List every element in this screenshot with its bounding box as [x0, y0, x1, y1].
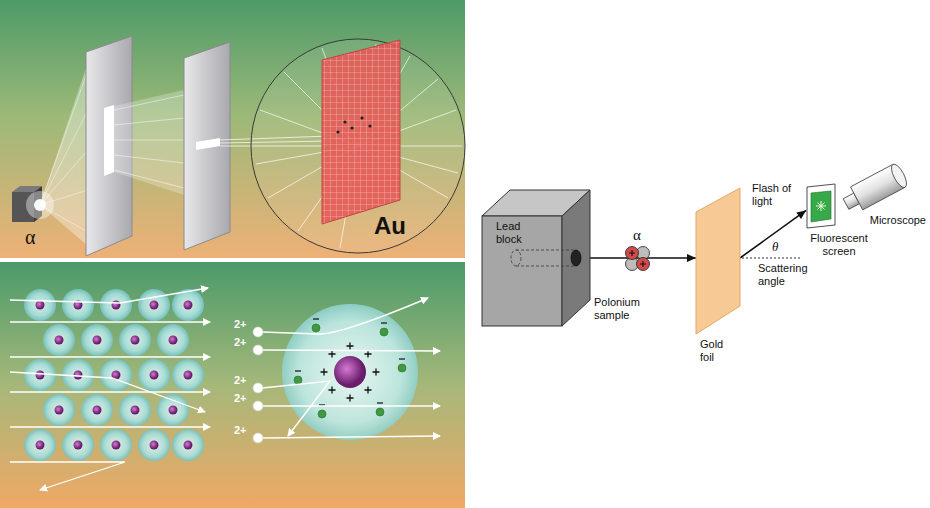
gold-foil: Gold foil — [696, 188, 740, 336]
arrow-head — [796, 210, 806, 219]
annotation: Flash of light — [752, 182, 798, 208]
arrow-head — [687, 254, 696, 262]
charge-label: 2+ — [234, 318, 247, 331]
connector-arrow — [740, 210, 806, 258]
lead-block: Lead blockPolonium sample — [482, 188, 578, 328]
gold-foil-shape — [696, 188, 740, 336]
annotation: Scattering angle — [758, 262, 820, 288]
angle-symbol: θ — [772, 240, 778, 254]
lead-block-shape — [482, 188, 592, 328]
connector-line — [740, 210, 806, 258]
edge-label: α — [633, 226, 641, 244]
fluorescent-screen: Fluorescent screen — [806, 184, 836, 228]
foil-label: Gold foil — [700, 338, 730, 364]
alpha-symbol: α — [25, 225, 35, 249]
fluorescent-screen-shape — [806, 184, 836, 228]
charge-label: 2+ — [234, 374, 247, 387]
source-label: Polonium sample — [594, 296, 650, 322]
microscope-label: Microscope — [870, 214, 926, 227]
block-label: Lead block — [496, 220, 534, 246]
element-symbol: Au — [374, 212, 406, 240]
charge-label: 2+ — [234, 336, 247, 349]
charge-label: 2+ — [234, 424, 247, 437]
charge-label: 2+ — [234, 392, 247, 405]
screen-label: Fluorescent screen — [808, 232, 870, 258]
microscope: Microscope — [838, 166, 926, 230]
